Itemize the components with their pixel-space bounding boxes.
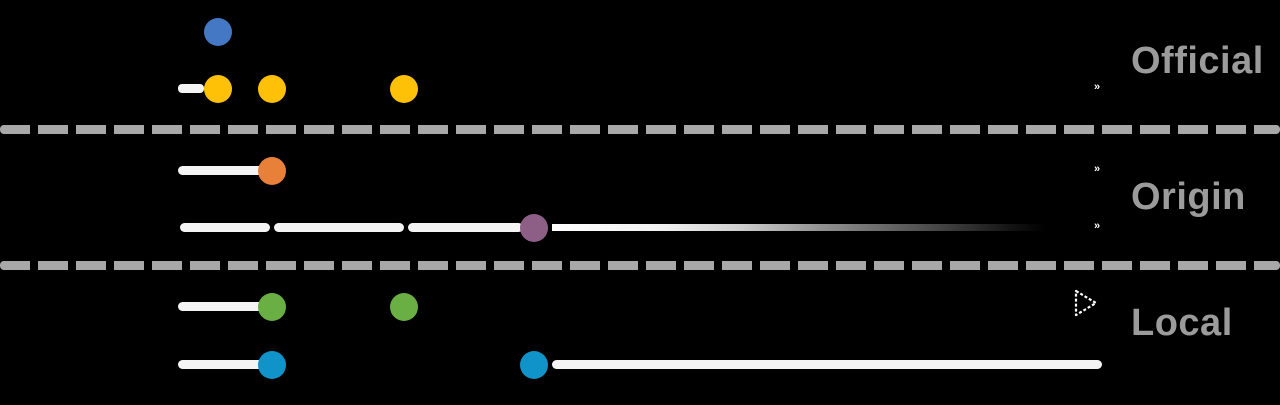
branch-connector-segment	[274, 223, 404, 232]
commit-node[interactable]	[390, 75, 418, 103]
branch-connector-segment	[178, 166, 264, 175]
branch-connector-segment	[408, 223, 523, 232]
branch-lane	[0, 12, 1280, 52]
zone-label-official: Official	[1131, 40, 1264, 82]
commit-node[interactable]	[520, 214, 548, 242]
commit-node[interactable]	[258, 351, 286, 379]
branch-connector-segment	[178, 302, 264, 311]
commit-node[interactable]	[258, 293, 286, 321]
zone-divider-origin-local	[0, 261, 1280, 270]
branch-lane: »	[0, 69, 1280, 109]
branch-lane	[0, 345, 1280, 385]
lane-end-chevron-icon: »	[1094, 163, 1101, 175]
branch-connector-segment	[178, 360, 264, 369]
branch-lane: »	[0, 151, 1280, 191]
branch-connector-segment	[180, 223, 270, 232]
branch-connector-segment	[178, 84, 204, 93]
commit-node[interactable]	[204, 75, 232, 103]
lane-end-chevron-icon: »	[1094, 220, 1101, 232]
lane-end-chevron-icon: »	[1094, 81, 1101, 93]
commit-node[interactable]	[258, 75, 286, 103]
commit-node[interactable]	[204, 18, 232, 46]
commit-node[interactable]	[258, 157, 286, 185]
branch-connector-fading	[552, 224, 1046, 231]
branch-lane: »	[0, 208, 1280, 248]
branch-connector-segment	[552, 360, 1102, 369]
zone-label-local: Local	[1131, 302, 1233, 344]
branch-lane	[0, 287, 1280, 327]
zone-divider-official-origin	[0, 125, 1280, 134]
play-cursor-icon[interactable]	[1068, 286, 1102, 325]
zone-label-origin: Origin	[1131, 176, 1246, 218]
commit-node[interactable]	[390, 293, 418, 321]
commit-node[interactable]	[520, 351, 548, 379]
